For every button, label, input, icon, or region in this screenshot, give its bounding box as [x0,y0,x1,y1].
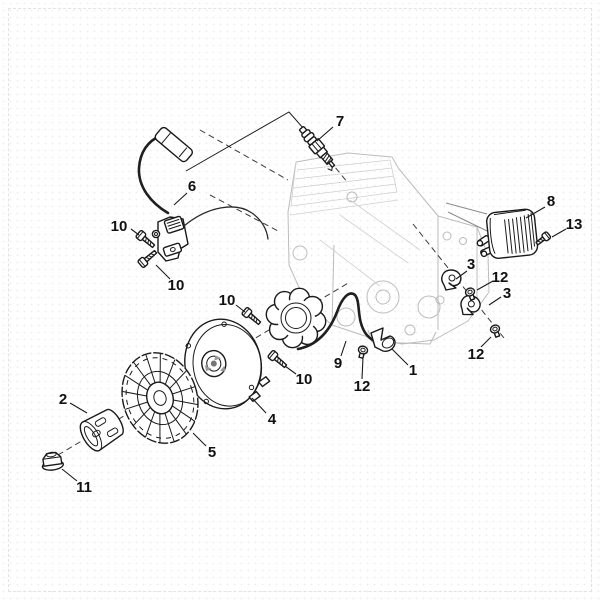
callout-8: 8 [547,193,555,210]
callout-6: 6 [188,178,196,195]
screw-12-lower-right [489,324,501,338]
ignition-lead-wire [137,134,170,215]
leader-lines [61,126,567,482]
spark-plug-boot [154,126,193,163]
flywheel [184,318,271,410]
ignition-module [151,215,189,262]
fan-wheel [121,352,199,444]
sleeve [79,408,124,452]
assembly-axis-module-upper [199,129,289,181]
callout-12c: 12 [468,346,485,363]
callout-12a: 12 [354,378,371,395]
clamp-upper [441,269,462,291]
assembly-axis-module-lower [209,194,281,233]
muffler-connect-line [445,202,488,232]
muffler-bracket [476,235,494,258]
callout-7: 7 [336,113,344,130]
callout-10c: 10 [219,292,236,309]
screw-13 [535,231,552,246]
spark-plug [299,126,336,172]
callout-10b: 10 [168,277,185,294]
clamp-lower [460,294,481,316]
callout-11: 11 [76,479,92,496]
callout-13: 13 [566,216,583,233]
screw-10-lower-left [137,249,158,268]
muffler [476,208,539,259]
callout-4: 4 [268,411,277,428]
screw-12-upper-right [464,287,476,301]
callout-3b: 3 [503,285,511,302]
rotor [265,287,327,349]
elbow-connector [370,327,396,353]
callout-10a: 10 [111,218,128,235]
short-circuit-wire [183,206,269,240]
screw-12-left [357,345,369,359]
callout-1: 1 [409,362,417,379]
screw-10-rotor-lower [267,350,288,369]
boot-to-plug-line [185,111,305,172]
cylinder-fins [289,159,399,216]
callout-5: 5 [208,444,216,461]
fan-blades [122,353,198,444]
screw-10-rotor-upper [241,307,262,326]
screw-10-upper-left [135,230,156,249]
hex-flange-nut [41,451,65,471]
callout-9: 9 [334,355,342,372]
callout-10d: 10 [296,371,313,388]
callout-2: 2 [59,391,67,408]
callout-12b: 12 [492,269,509,286]
callout-3a: 3 [467,256,475,273]
